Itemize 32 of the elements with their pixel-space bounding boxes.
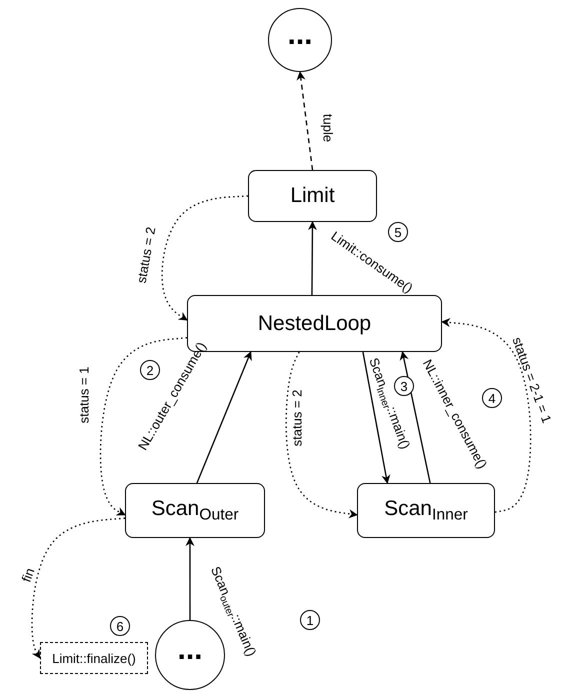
dotted-arrow	[31, 518, 126, 659]
edge-label: status = 2	[134, 226, 158, 284]
operator-box	[125, 483, 265, 538]
dotted-arrow	[100, 337, 188, 516]
arrow	[308, 221, 317, 295]
edge-label: status = 2-1 = 1	[510, 335, 554, 425]
step-number: 3	[394, 376, 414, 396]
operator-box	[357, 483, 495, 538]
edge-label: status = 2	[290, 390, 304, 446]
dotted-arrow	[286, 352, 358, 518]
dotted-arrow	[161, 195, 248, 321]
arrow	[196, 351, 252, 484]
dashed-arrow	[296, 71, 314, 170]
dotted-arrow	[441, 318, 532, 513]
node-label: Scan$_{Inner}$	[384, 496, 468, 524]
dashed-box	[40, 642, 148, 674]
arrow	[400, 351, 431, 484]
step-number: 6	[110, 616, 130, 636]
edge-label: fin	[20, 566, 36, 584]
node-label: ...	[287, 20, 312, 50]
arrow	[185, 537, 194, 620]
node-label: NestedLoop	[258, 312, 372, 336]
step-number: 1	[300, 610, 320, 630]
node-label: Limit::finalize()	[52, 650, 136, 666]
edge-label: tuple	[322, 114, 334, 142]
arrow	[362, 352, 390, 484]
operator-box	[248, 170, 377, 222]
step-number: 4	[482, 388, 502, 408]
edge-label: status = 1	[78, 366, 90, 424]
node-label: ...	[177, 635, 202, 665]
node-label: Limit	[290, 184, 335, 208]
node-label: Scan$_{Outer}$	[151, 496, 239, 524]
